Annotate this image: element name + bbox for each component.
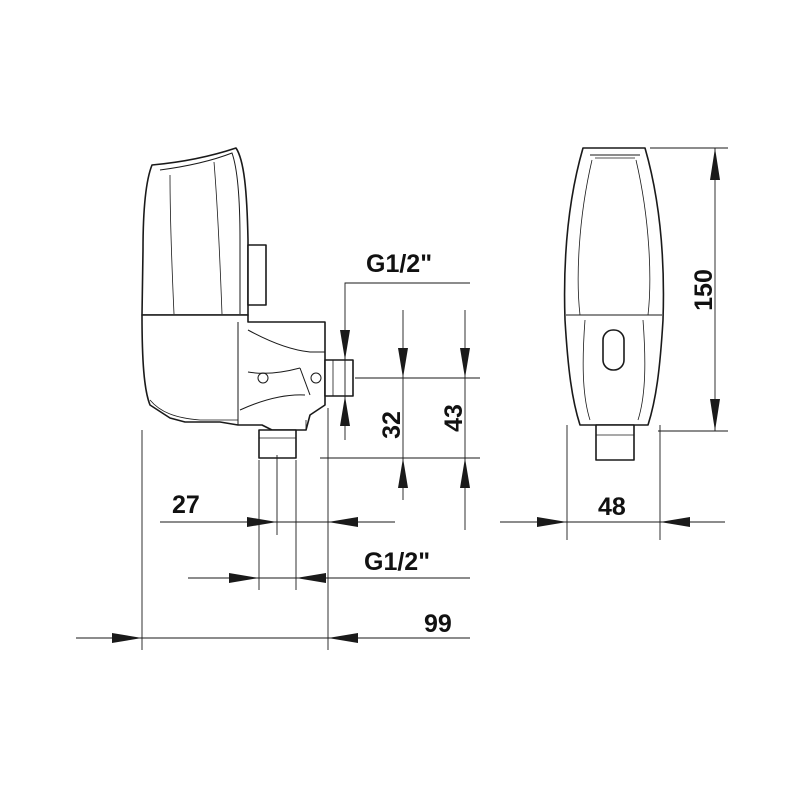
dim-thread-bottom: G1/2" <box>188 460 470 590</box>
dim-99: 99 <box>76 430 470 650</box>
dim-150-label: 150 <box>690 269 718 311</box>
bottom-outlet-fitting <box>258 429 297 459</box>
front-view <box>563 147 665 461</box>
dim-32: 32 <box>320 310 480 500</box>
screw-right <box>310 372 322 384</box>
side-housing-body <box>141 314 326 431</box>
dim-43: 43 <box>420 310 480 530</box>
dim-thread-bottom-label: G1/2" <box>364 548 430 576</box>
dim-thread-top-label: G1/2" <box>366 250 432 278</box>
dim-48: 48 <box>500 425 725 540</box>
side-view <box>141 147 354 459</box>
dim-27-label: 27 <box>172 491 200 519</box>
screw-left <box>257 372 269 384</box>
side-inlet-fitting <box>324 359 354 397</box>
dim-thread-top: G1/2" <box>340 250 470 440</box>
valve-block-detail <box>247 329 325 353</box>
sensor-window <box>602 329 625 371</box>
side-housing-cover <box>141 147 249 316</box>
dim-32-label: 32 <box>378 411 406 439</box>
dim-48-label: 48 <box>598 493 626 521</box>
dim-150: 150 <box>650 147 728 432</box>
front-housing <box>563 147 665 426</box>
dim-43-label: 43 <box>440 404 468 432</box>
front-outlet-fitting <box>595 424 635 461</box>
dim-27: 27 <box>160 408 395 535</box>
dim-99-label: 99 <box>424 610 452 638</box>
side-cover-detail <box>159 152 241 314</box>
side-tab <box>247 244 267 306</box>
